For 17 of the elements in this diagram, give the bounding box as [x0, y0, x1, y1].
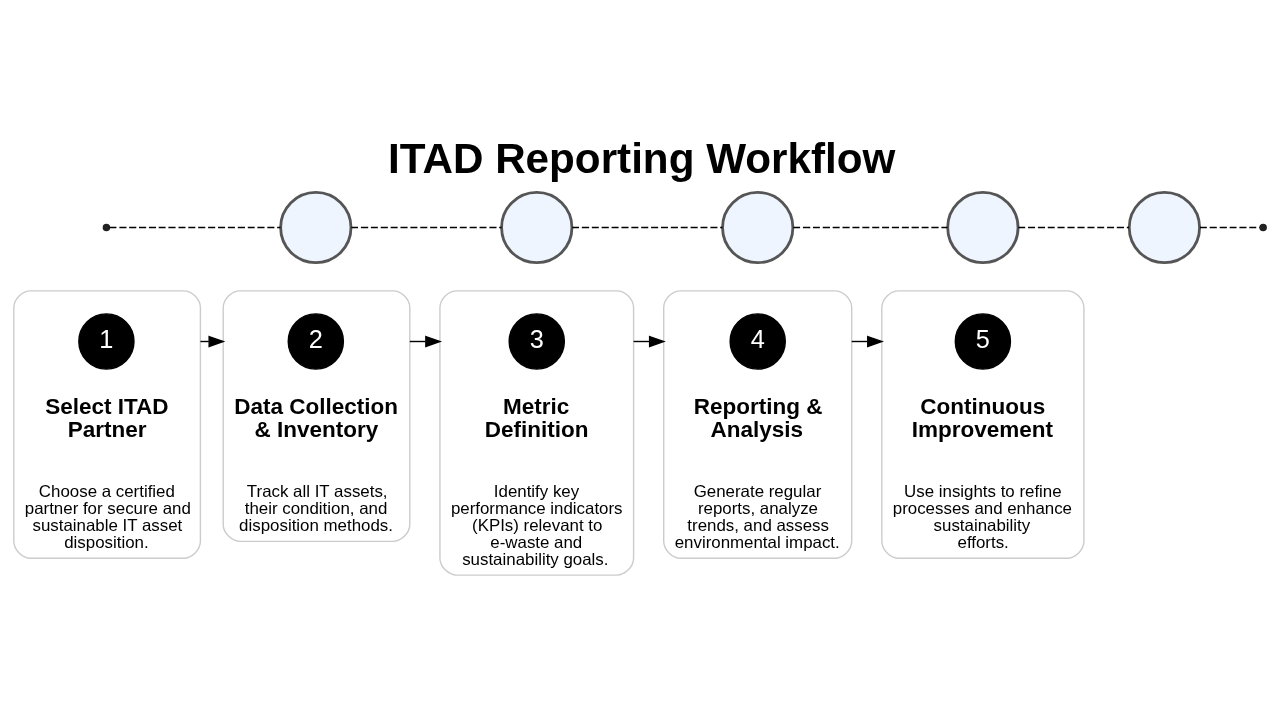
node-circle: 2 [287, 312, 345, 370]
node-circle: 4 [729, 312, 786, 370]
diagram-title: ITAD Reporting Workflow [388, 134, 896, 182]
connector [571, 226, 724, 228]
connector [792, 226, 949, 228]
node-circle [279, 190, 353, 264]
connector [1017, 226, 1130, 228]
node-circle [721, 190, 795, 264]
node-circle: 1 [78, 312, 135, 370]
node-circle: 5 [954, 312, 1012, 370]
node-circle [500, 190, 574, 264]
node-circle: 3 [508, 312, 566, 370]
connector [1199, 226, 1261, 228]
node-circle [1127, 190, 1201, 264]
node-circle [946, 190, 1020, 264]
connector [350, 226, 503, 228]
connector [108, 226, 282, 228]
